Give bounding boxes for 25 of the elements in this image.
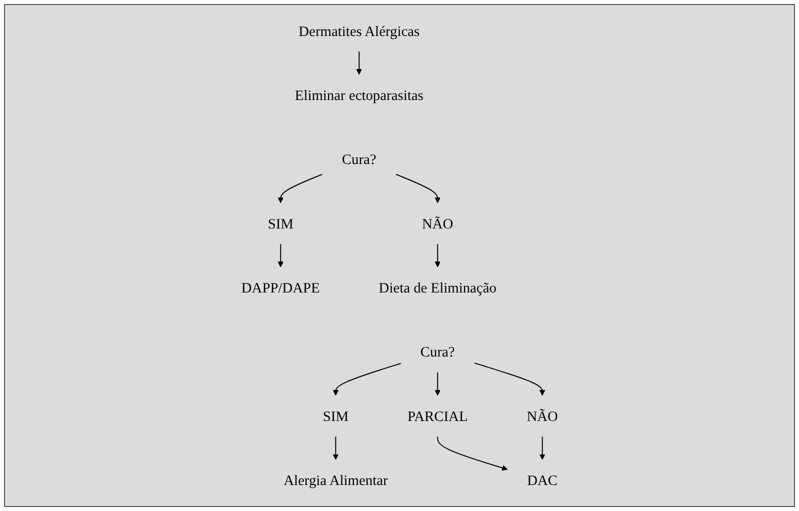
arrow	[436, 436, 508, 471]
node-text: Cura?	[342, 151, 376, 168]
arrow	[474, 362, 546, 396]
arrow	[539, 436, 546, 460]
node-text: PARCIAL	[407, 408, 468, 424]
arrow	[434, 244, 440, 268]
diagram-background: Dermatites Alérgicas Eliminar ectoparasitas Cura? SIM NÃO DAPP/DAPE Dieta de Eliminação Cura? SIM PARCIAL NÃO Alergia Alimentar DAC	[4, 4, 795, 507]
arrow	[434, 372, 440, 396]
node-text: SIM	[322, 408, 348, 424]
arrow	[332, 436, 338, 460]
arrow	[395, 174, 440, 204]
arrow	[278, 174, 323, 204]
node-text: DAC	[526, 472, 558, 488]
node-text: DAPP/DAPE	[241, 279, 320, 296]
node-text: Eliminar ectoparasitas	[294, 86, 424, 104]
node-text: SIM	[268, 215, 294, 232]
node-text: Alergia Alimentar	[283, 472, 388, 488]
arrow	[356, 51, 362, 75]
node-text: Dermatites Alérgicas	[298, 22, 420, 40]
node-text: Dieta de Eliminação	[378, 279, 496, 296]
node-text: NÃO	[422, 215, 454, 232]
node-text: Cura?	[420, 344, 455, 360]
arrow	[278, 244, 284, 268]
arrow	[332, 362, 402, 396]
node-text: NÃO	[526, 408, 558, 424]
